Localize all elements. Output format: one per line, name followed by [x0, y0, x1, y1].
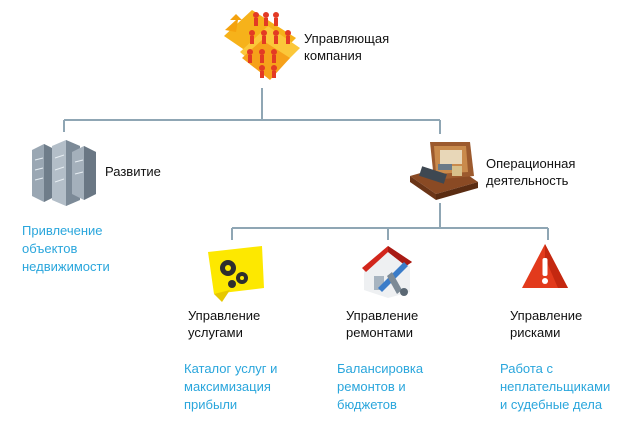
operations-title: Операционная деятельность [486, 156, 576, 188]
root-title: Управляющая компания [304, 31, 390, 63]
repairs-description: Балансировка ремонтов и бюджетов [337, 361, 424, 412]
risks-description: Работа с неплательщиками и судебные дела [500, 361, 611, 412]
development-title: Развитие [105, 164, 161, 179]
risks-title: Управление рисками [510, 308, 583, 340]
repairs-title: Управление ремонтами [346, 308, 419, 340]
services-description: Каталог услуг и максимизация прибыли [184, 361, 278, 412]
development-description: Привлечение объектов недвижимости [22, 223, 110, 274]
services-title: Управление услугами [188, 308, 261, 340]
